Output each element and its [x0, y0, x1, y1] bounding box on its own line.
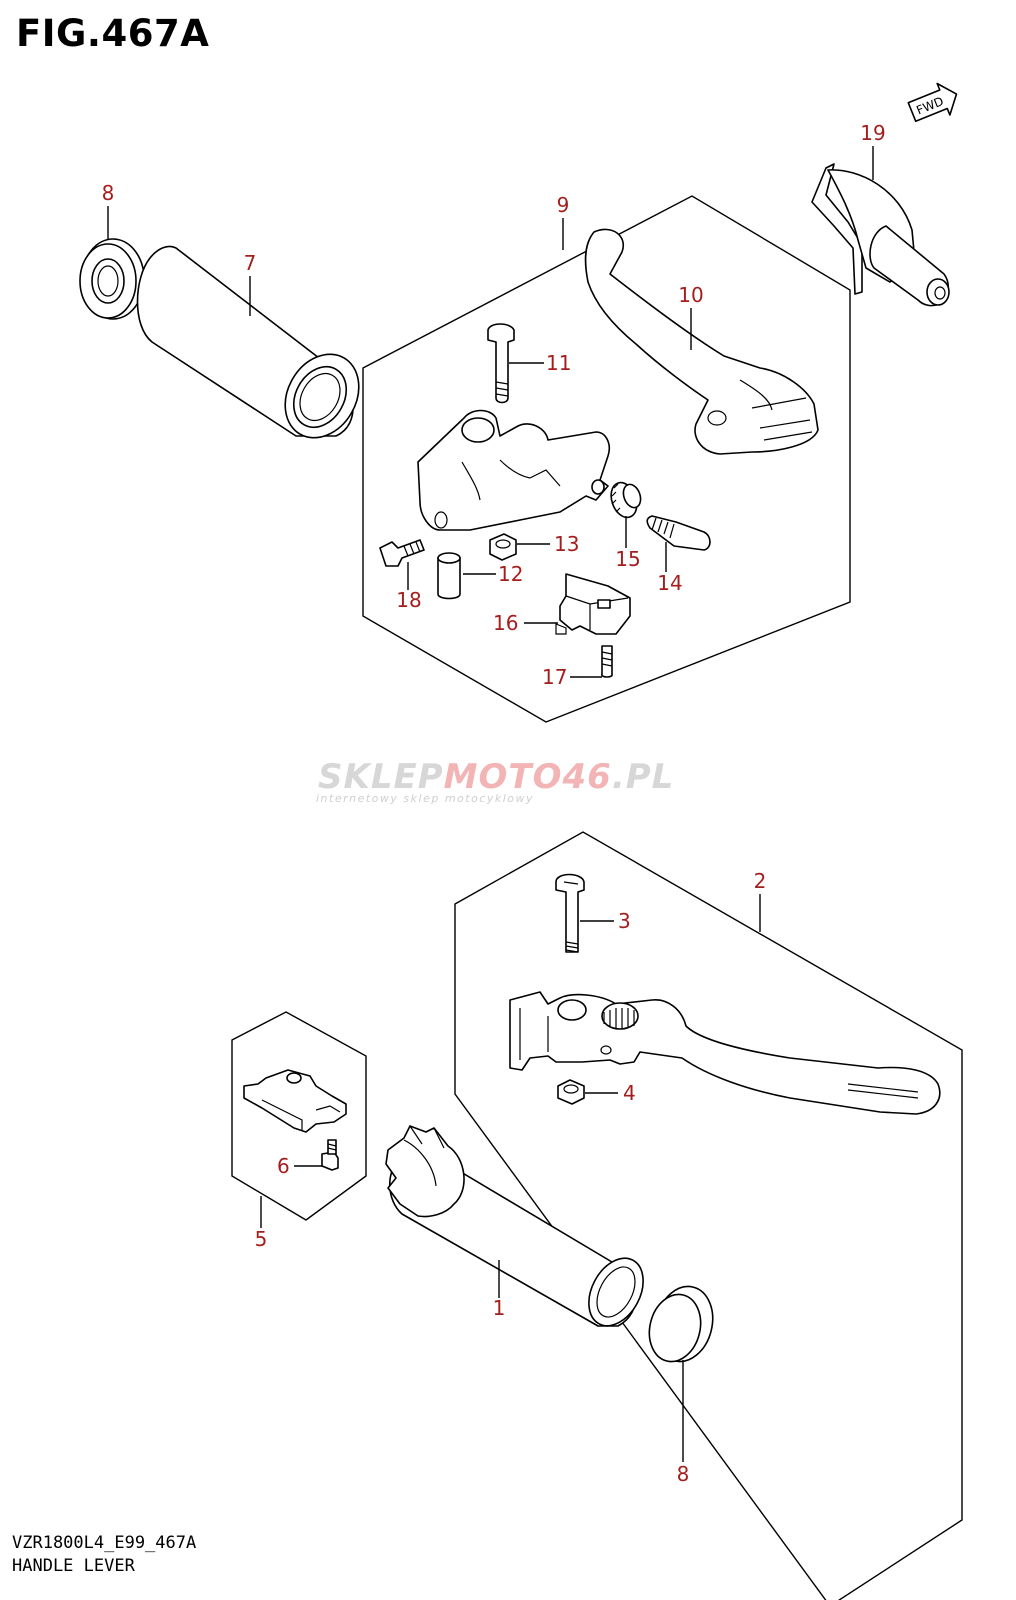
callout-9: 9 — [557, 193, 570, 217]
leader-lines — [107, 146, 874, 1462]
callout-5: 5 — [255, 1227, 268, 1251]
svg-text:SKLEPMOTO46.PL: SKLEPMOTO46.PL — [318, 757, 674, 797]
part-7-grip — [136, 245, 360, 439]
callout-4: 4 — [623, 1081, 636, 1105]
part-18-bolt — [379, 539, 425, 567]
part-12-collar — [437, 552, 461, 600]
watermark-brand-accent: 46 — [562, 757, 612, 797]
part-8-bottom-cap — [648, 1285, 714, 1363]
callout-17: 17 — [542, 665, 567, 689]
part-13-nut — [489, 533, 517, 561]
figure-title: FIG.467A — [16, 12, 210, 55]
lever-holder — [417, 409, 611, 531]
part-2-lever — [509, 991, 941, 1115]
callout-14: 14 — [657, 571, 682, 595]
assembly-9-frame — [362, 195, 851, 723]
callout-12: 12 — [498, 562, 523, 586]
assembly-2-frame — [454, 831, 963, 1600]
callout-7: 7 — [244, 251, 257, 275]
assembly-5-frame — [231, 1011, 367, 1221]
callout-3: 3 — [618, 909, 631, 933]
watermark-brand-plain: SKLEP — [318, 757, 444, 797]
callout-8-bottom: 8 — [677, 1462, 690, 1486]
callout-1: 1 — [493, 1296, 506, 1320]
watermark-brand-mid: MOTO — [444, 757, 563, 797]
part-1-throttle-grip — [385, 1125, 644, 1327]
callout-16: 16 — [493, 611, 518, 635]
watermark: SKLEPMOTO46.PL internetowy sklep motocyk… — [316, 757, 674, 805]
part-17-screw — [601, 645, 613, 678]
callout-13: 13 — [554, 532, 579, 556]
watermark-tagline: internetowy sklep motocyklowy — [316, 792, 534, 805]
callout-19: 19 — [860, 121, 885, 145]
watermark-brand-tld: .PL — [612, 757, 675, 797]
part-15-adjuster — [610, 481, 642, 519]
part-3-bolt — [555, 873, 585, 953]
callout-10: 10 — [678, 283, 703, 307]
part-6-screw — [321, 1139, 339, 1171]
callout-11: 11 — [546, 351, 571, 375]
callout-8-top: 8 — [102, 181, 115, 205]
callouts: 19 8 7 9 10 11 13 12 18 15 14 16 17 2 3 … — [102, 121, 886, 1486]
callout-18: 18 — [396, 588, 421, 612]
fwd-badge: FWD — [907, 82, 958, 123]
callout-6: 6 — [277, 1154, 290, 1178]
diagram-caption: HANDLE LEVER — [12, 1556, 135, 1576]
part-8-top-ring — [79, 238, 145, 320]
callout-15: 15 — [615, 547, 640, 571]
part-11-bolt — [487, 323, 515, 404]
part-4-nut — [557, 1079, 585, 1105]
model-code: VZR1800L4_E99_467A — [12, 1533, 197, 1553]
arrow-right-icon — [907, 82, 958, 123]
part-19-guard — [811, 163, 950, 307]
part-10-lever — [584, 228, 819, 455]
callout-2: 2 — [754, 869, 767, 893]
part-5-switch — [243, 1069, 347, 1133]
part-14-screw — [646, 515, 711, 551]
part-16-switch — [555, 573, 631, 635]
